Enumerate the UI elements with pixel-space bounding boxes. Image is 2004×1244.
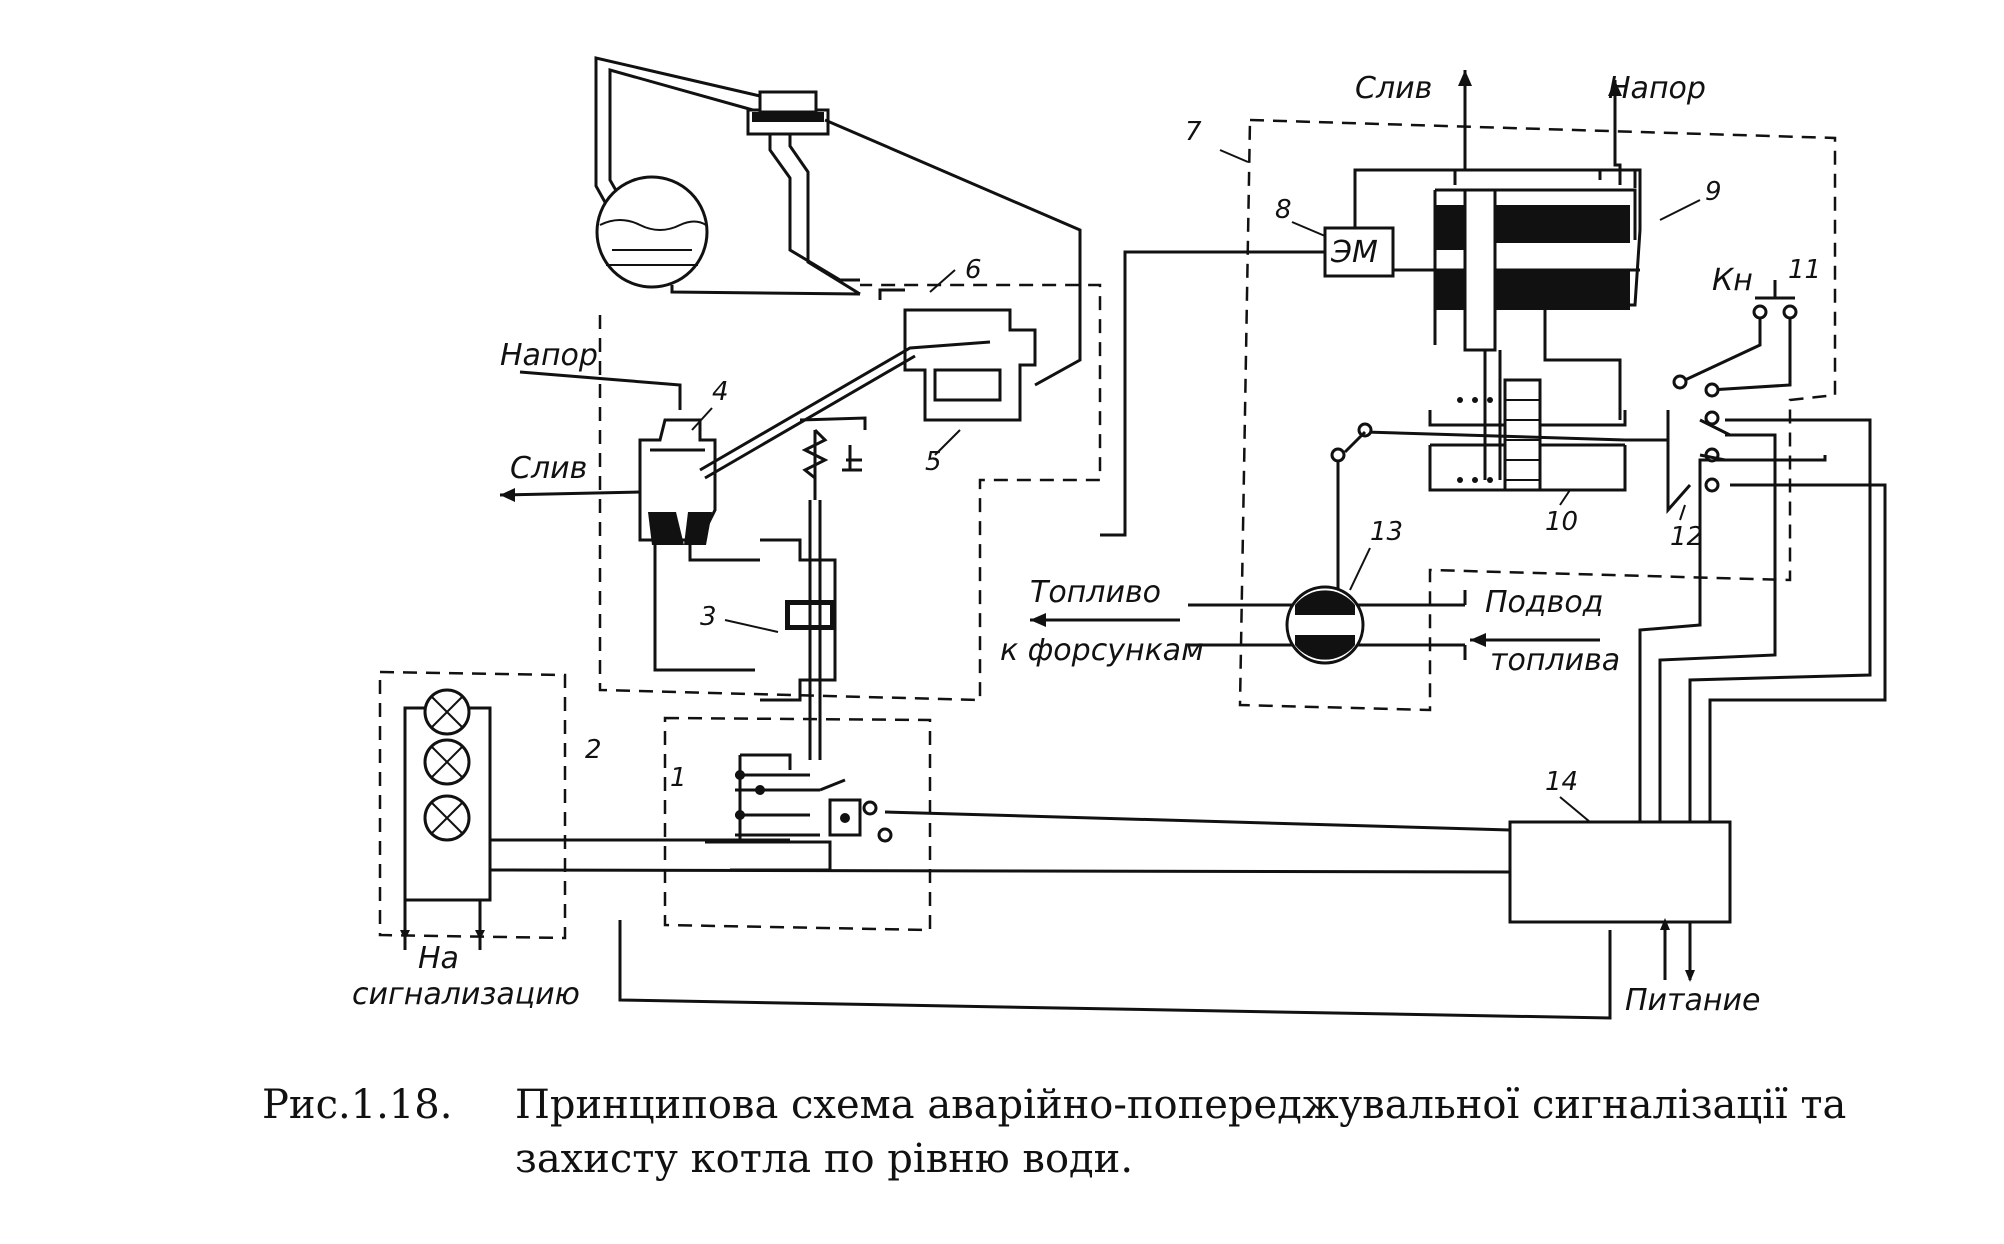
solenoid-em-8: ЭМ 8 bbox=[1100, 195, 1395, 537]
label-kn: Кн bbox=[1712, 263, 1753, 298]
switch-wire bbox=[884, 810, 1511, 832]
switch-12: 12 bbox=[1625, 410, 1731, 552]
fuel-valve-13: 13 bbox=[1188, 517, 1467, 665]
label-7: 7 bbox=[1185, 117, 1202, 147]
control-block-14: 14 Питание bbox=[1508, 767, 1760, 1018]
control-wires bbox=[1638, 418, 1887, 822]
figure-caption: Рис.1.18. Принципова схема аварійно-попе… bbox=[262, 1082, 1846, 1182]
fuel-labels: Топливо к форсункам Подвод топлива bbox=[1000, 575, 1620, 678]
label-toplivo: Топливо bbox=[1030, 575, 1161, 610]
caption-line-1: Принципова схема аварійно-попереджувальн… bbox=[515, 1082, 1846, 1128]
label-pitanie: Питание bbox=[1625, 983, 1760, 1018]
caption-number: Рис.1.18. bbox=[262, 1082, 452, 1128]
label-em: ЭМ bbox=[1330, 235, 1378, 270]
hydraulic-outputs-top: Слив Напор bbox=[1355, 70, 1706, 185]
button-kn-11: Кн 11 bbox=[1672, 255, 1821, 426]
label-9: 9 bbox=[1705, 177, 1722, 207]
contact-block-10: 10 bbox=[1308, 378, 1627, 607]
label-14: 14 bbox=[1545, 767, 1578, 797]
boiler-drum-assembly bbox=[594, 56, 1082, 387]
valve-4: 4 bbox=[638, 377, 729, 545]
enclosure-7: 7 bbox=[1185, 117, 1837, 712]
label-na: На bbox=[418, 941, 459, 976]
label-signalizaciyu: сигнализацию bbox=[352, 977, 580, 1012]
lever bbox=[699, 340, 991, 480]
label-11: 11 bbox=[1788, 255, 1821, 285]
cylinder-3: 3 bbox=[653, 500, 837, 760]
label-napor-top: Напор bbox=[1608, 71, 1706, 106]
label-3: 3 bbox=[700, 602, 717, 632]
caption-line-2: захисту котла по рівню води. bbox=[515, 1136, 1133, 1182]
bottom-wire bbox=[618, 920, 1612, 1020]
label-topliva: топлива bbox=[1490, 643, 1620, 678]
label-podvod: Подвод bbox=[1485, 585, 1603, 620]
valve-spool-9: 9 bbox=[1353, 168, 1722, 480]
label-6: 6 bbox=[965, 255, 982, 285]
label-5: 5 bbox=[925, 447, 942, 477]
signal-lamps-2: 2 На сигнализацию bbox=[352, 670, 1511, 1012]
hydraulic-inputs-left: Напор Слив bbox=[499, 338, 682, 502]
switch-block-1: 1 bbox=[663, 716, 932, 932]
label-sliv-left: Слив bbox=[510, 451, 587, 486]
spring-damper bbox=[801, 428, 862, 500]
label-13: 13 bbox=[1370, 517, 1403, 547]
label-sliv-top: Слив bbox=[1355, 71, 1432, 106]
diaphragm-relay-5: 5 bbox=[878, 288, 1037, 477]
enclosure-6: 6 bbox=[598, 255, 1102, 702]
label-1: 1 bbox=[670, 763, 687, 793]
label-10: 10 bbox=[1545, 507, 1578, 537]
boiler-drum bbox=[595, 175, 709, 289]
label-2: 2 bbox=[585, 735, 602, 765]
label-8: 8 bbox=[1275, 195, 1292, 225]
label-napor-left: Напор bbox=[500, 338, 598, 373]
label-k-forsunkam: к форсункам bbox=[1000, 633, 1204, 668]
label-12: 12 bbox=[1670, 522, 1703, 552]
label-4: 4 bbox=[712, 377, 729, 407]
